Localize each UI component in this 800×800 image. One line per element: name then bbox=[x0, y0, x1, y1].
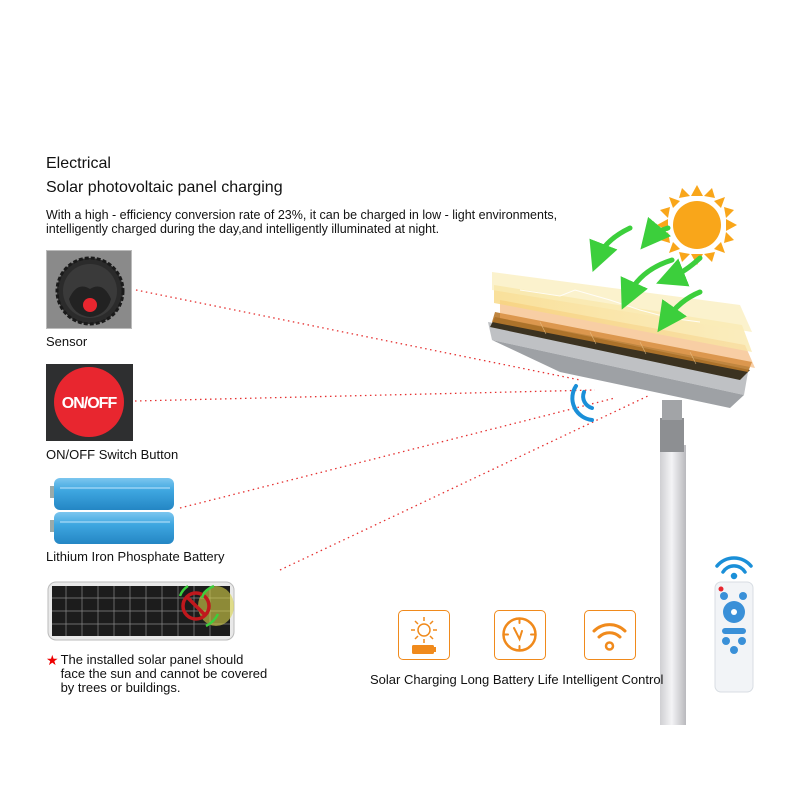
feature-long-battery-life bbox=[494, 610, 546, 660]
remote-signal-icon bbox=[715, 556, 753, 580]
remote-off-button bbox=[739, 592, 747, 600]
sun-battery-icon bbox=[411, 617, 437, 654]
leader-lines bbox=[134, 289, 651, 571]
battery-cells-icon bbox=[50, 478, 174, 544]
description-line-1: With a high - efficiency conversion rate… bbox=[46, 208, 558, 222]
onoff-image: ON/OFF bbox=[46, 364, 133, 441]
sun-icon bbox=[657, 185, 737, 265]
feature-labels: Solar Charging Long Battery Life Intelli… bbox=[370, 672, 663, 687]
sensor-label: Sensor bbox=[46, 334, 88, 349]
prohibited-icon bbox=[181, 591, 211, 621]
description: With a high - efficiency conversion rate… bbox=[46, 208, 646, 236]
power-button-icon: ON/OFF bbox=[54, 367, 124, 437]
arrow-3 bbox=[620, 257, 675, 310]
feature-solar-charging bbox=[398, 610, 450, 660]
remote-on-button bbox=[720, 592, 728, 600]
section-title: Electrical bbox=[46, 155, 111, 172]
blocked-solar-panel-icon bbox=[47, 581, 235, 641]
battery-label: Lithium Iron Phosphate Battery bbox=[46, 549, 225, 564]
signal-waves-icon bbox=[570, 384, 594, 422]
sensor-image bbox=[46, 250, 132, 329]
remote-auto-button bbox=[722, 628, 746, 634]
arrow-1 bbox=[589, 225, 633, 272]
sunlight-arrows bbox=[589, 216, 703, 333]
star-icon: ★ bbox=[46, 652, 59, 668]
description-line-2: intelligently charged during the day,and… bbox=[46, 222, 440, 236]
sensor-dial-icon bbox=[55, 256, 125, 326]
feature-label-long-battery-life: Long Battery Life bbox=[460, 672, 559, 687]
leader-line-switch bbox=[134, 389, 596, 402]
battery-image bbox=[46, 476, 176, 546]
feature-label-solar-charging: Solar Charging bbox=[370, 672, 457, 687]
leader-line-panel bbox=[279, 394, 651, 571]
section-subtitle: Solar photovoltaic panel charging bbox=[46, 179, 283, 196]
solar-lamp-head bbox=[488, 272, 755, 408]
blocked-panel-image bbox=[46, 578, 236, 644]
feature-intelligent-control bbox=[584, 610, 636, 660]
arrow-5 bbox=[657, 289, 703, 333]
feature-label-intelligent-control: Intelligent Control bbox=[562, 672, 664, 687]
clock-icon bbox=[502, 617, 537, 652]
arrow-2 bbox=[640, 216, 672, 250]
remote-control bbox=[714, 556, 754, 693]
wifi-icon bbox=[592, 623, 627, 651]
arrow-4 bbox=[656, 255, 703, 287]
leader-line-sensor bbox=[135, 289, 581, 381]
installation-note: ★The installed solar panel should face t… bbox=[46, 653, 271, 695]
onoff-text: ON/OFF bbox=[62, 395, 118, 412]
switch-label: ON/OFF Switch Button bbox=[46, 447, 179, 462]
lamp-pole bbox=[660, 400, 686, 725]
note-text: The installed solar panel should face th… bbox=[60, 652, 268, 695]
remote-led bbox=[718, 586, 724, 592]
leader-line-battery bbox=[179, 397, 616, 509]
